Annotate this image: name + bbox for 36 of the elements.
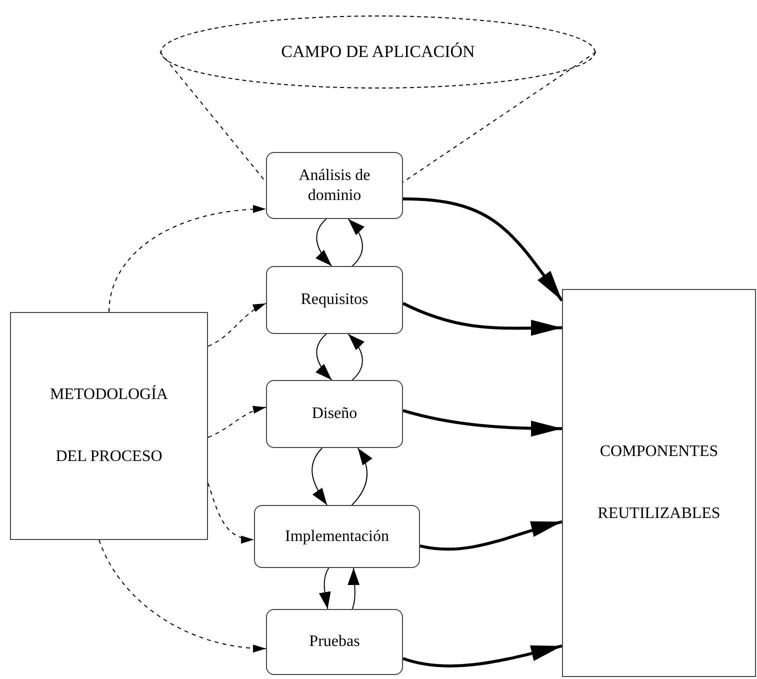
arrow [316, 218, 332, 266]
node-label: Análisis de dominio [298, 166, 372, 206]
arrow [318, 568, 331, 610]
process-box [266, 266, 403, 334]
arrow [402, 197, 564, 302]
arrow [208, 482, 254, 543]
arrow [351, 448, 372, 506]
process-box [266, 380, 403, 448]
node-label: Pruebas [309, 632, 360, 652]
arrow [208, 302, 266, 347]
arrow [316, 334, 332, 380]
node-label: CAMPO DE APLICACIÓN [281, 42, 475, 62]
node-label: REUTILIZABLES [598, 504, 720, 524]
node-label: DEL PROCESO [56, 447, 162, 467]
rectangle-box [562, 289, 756, 677]
arrow [312, 448, 328, 506]
arrow [402, 644, 562, 668]
process-box [266, 152, 403, 219]
arrow [208, 406, 266, 438]
arrow [348, 568, 360, 610]
arrow [402, 409, 562, 437]
process-box [266, 609, 403, 675]
arrow [108, 205, 266, 312]
arrow [98, 540, 266, 652]
arrow [348, 334, 364, 380]
arrow [402, 302, 562, 336]
node-label: METODOLOGÍA [50, 385, 168, 405]
node-label: Requisitos [300, 290, 368, 310]
rectangle-box [10, 312, 208, 540]
node-label: Implementación [285, 526, 389, 546]
process-box [254, 505, 420, 568]
dashed-line [402, 52, 596, 183]
node-label: COMPONENTES [600, 442, 718, 462]
arrow [348, 218, 364, 266]
arrow [420, 520, 562, 551]
node-label: Diseño [312, 404, 358, 424]
